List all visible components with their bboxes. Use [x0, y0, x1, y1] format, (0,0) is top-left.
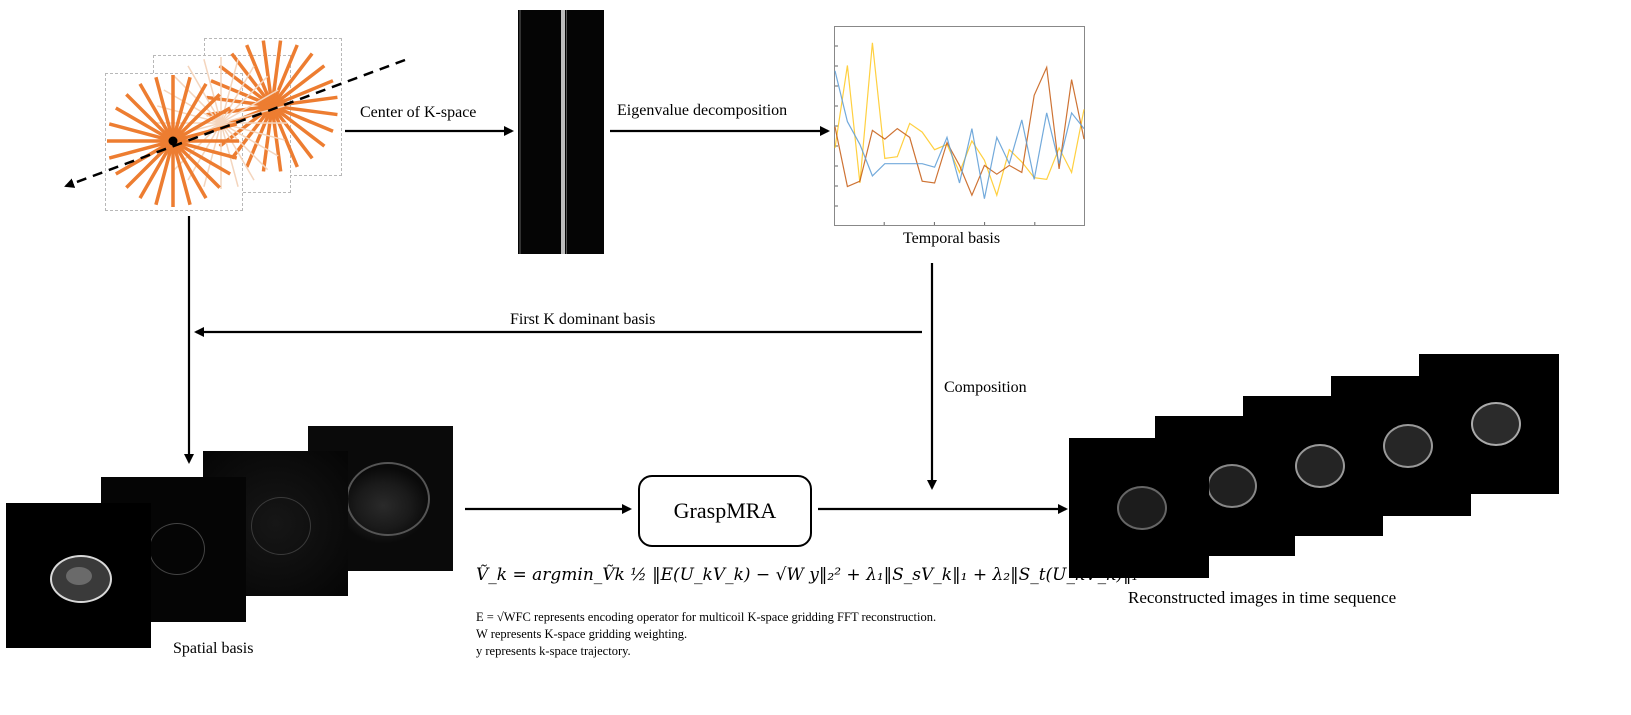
- objective-equation: Ṽ_k = argmin_Ṽk ½ ‖E(U_kV_k) − √W y‖₂² +…: [476, 565, 1139, 585]
- recon-image-1: [1069, 438, 1209, 578]
- graspmra-box: GraspMRA: [638, 475, 812, 547]
- composition-label: Composition: [944, 379, 1027, 396]
- series-line-yellow: [834, 42, 1085, 198]
- eigen-label: Eigenvalue decomposition: [617, 102, 788, 119]
- chart-frame: [834, 26, 1085, 226]
- spatial-basis-1: [6, 503, 151, 648]
- spoke-line: [206, 95, 338, 117]
- trajectory-dashed-line: [64, 58, 406, 188]
- note-weighting: W represents K-space gridding weighting.: [476, 627, 688, 641]
- radial-spokes: [107, 40, 338, 207]
- kspace-center-dot: [168, 136, 178, 146]
- temporal-basis-label: Temporal basis: [903, 230, 1001, 247]
- temporal-basis-chart: [834, 26, 1085, 226]
- kspace-center-strip: [518, 10, 604, 254]
- first-k-label: First K dominant basis: [510, 311, 656, 328]
- note-trajectory: y represents k-space trajectory.: [476, 644, 631, 658]
- series-line-blue: [834, 70, 1085, 199]
- spatial-basis-label: Spatial basis: [173, 640, 254, 657]
- series-line-orange: [834, 65, 1085, 197]
- center-kspace-label: Center of K-space: [360, 104, 477, 121]
- reconstructed-label: Reconstructed images in time sequence: [1128, 588, 1397, 607]
- note-encoding: E = √WFC represents encoding operator fo…: [476, 610, 937, 624]
